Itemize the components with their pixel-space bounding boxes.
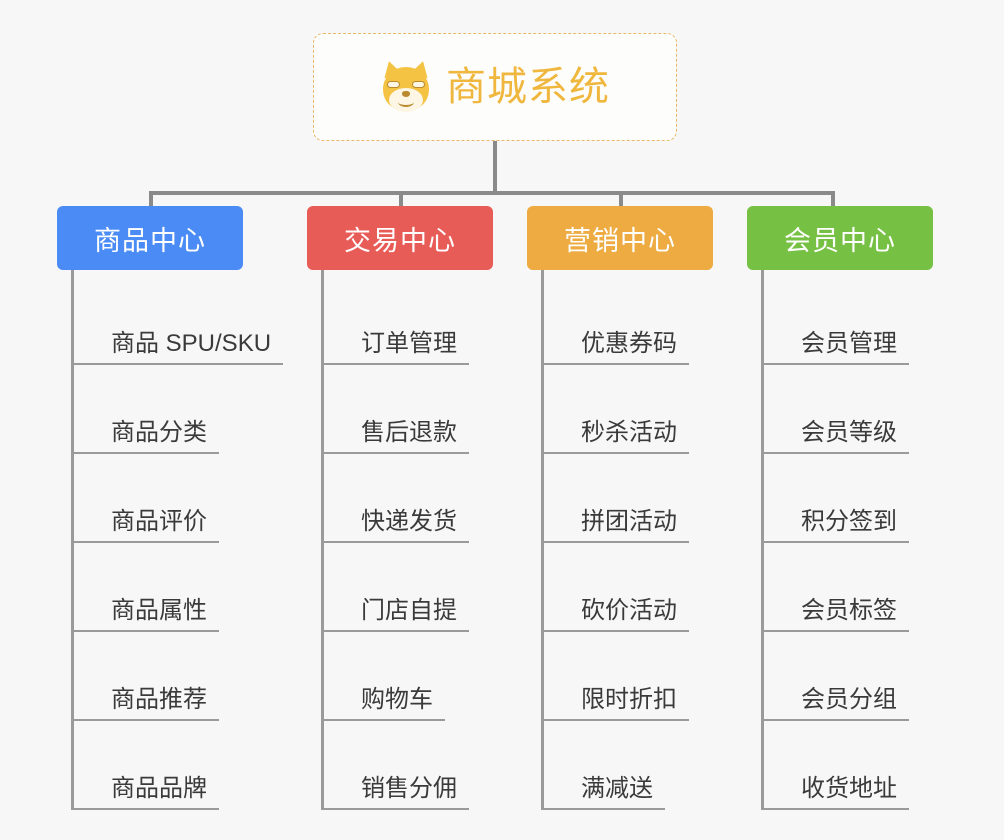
list-item[interactable]: 会员标签 (764, 543, 933, 632)
branch-column-2: 交易中心 订单管理 售后退款 快递发货 门店自提 购物车 销售分佣 (307, 206, 493, 810)
child-label: 收货地址 (801, 774, 897, 802)
list-item[interactable]: 购物车 (324, 632, 493, 721)
child-label: 限时折扣 (581, 685, 677, 713)
child-label: 商品分类 (111, 418, 207, 446)
child-label: 拼团活动 (581, 507, 677, 535)
branch-header-1[interactable]: 商品中心 (57, 206, 243, 270)
list-item[interactable]: 满减送 (544, 721, 713, 810)
child-label: 会员等级 (801, 418, 897, 446)
child-label: 商品推荐 (111, 685, 207, 713)
child-label: 商品属性 (111, 596, 207, 624)
branch-header-4[interactable]: 会员中心 (747, 206, 933, 270)
connector-drop-3 (619, 191, 623, 207)
child-label: 商品 SPU/SKU (111, 329, 272, 357)
list-item[interactable]: 砍价活动 (544, 543, 713, 632)
child-label: 会员分组 (801, 685, 897, 713)
branch-header-label-3: 营销中心 (564, 225, 676, 256)
list-item[interactable]: 商品 SPU/SKU (74, 276, 284, 365)
list-item[interactable]: 销售分佣 (324, 721, 493, 810)
connector-drop-1 (149, 191, 153, 207)
list-item[interactable]: 商品分类 (74, 365, 283, 454)
branch-header-label-2: 交易中心 (344, 225, 456, 256)
branch-header-2[interactable]: 交易中心 (307, 206, 493, 270)
list-item[interactable]: 会员等级 (764, 365, 933, 454)
list-item[interactable]: 商品评价 (74, 454, 283, 543)
connector-root-stem (493, 141, 497, 193)
branch-children-3: 优惠券码 秒杀活动 拼团活动 砍价活动 限时折扣 满减送 (541, 270, 713, 810)
connector-drop-4 (831, 191, 835, 207)
branch-column-1: 商品中心 商品 SPU/SKU 商品分类 商品评价 商品属性 商品推荐 商品品牌 (57, 206, 284, 810)
list-item[interactable]: 拼团活动 (544, 454, 713, 543)
list-item[interactable]: 商品属性 (74, 543, 283, 632)
child-label: 订单管理 (361, 329, 457, 357)
shiba-dog-icon (380, 58, 432, 113)
list-item[interactable]: 门店自提 (324, 543, 493, 632)
branch-children-4: 会员管理 会员等级 积分签到 会员标签 会员分组 收货地址 (761, 270, 933, 810)
branch-header-label-1: 商品中心 (94, 225, 206, 256)
branch-header-label-4: 会员中心 (784, 225, 896, 256)
list-item[interactable]: 售后退款 (324, 365, 493, 454)
branch-children-1: 商品 SPU/SKU 商品分类 商品评价 商品属性 商品推荐 商品品牌 (71, 270, 284, 810)
list-item[interactable]: 会员分组 (764, 632, 933, 721)
child-label: 购物车 (361, 685, 433, 713)
list-item[interactable]: 秒杀活动 (544, 365, 713, 454)
list-item[interactable]: 订单管理 (324, 276, 493, 365)
child-label: 砍价活动 (581, 596, 677, 624)
list-item[interactable]: 会员管理 (764, 276, 933, 365)
list-item[interactable]: 限时折扣 (544, 632, 713, 721)
list-item[interactable]: 优惠券码 (544, 276, 713, 365)
list-item[interactable]: 商品品牌 (74, 721, 283, 810)
list-item[interactable]: 商品推荐 (74, 632, 283, 721)
child-label: 商品评价 (111, 507, 207, 535)
child-label: 秒杀活动 (581, 418, 677, 446)
branch-column-3: 营销中心 优惠券码 秒杀活动 拼团活动 砍价活动 限时折扣 满减送 (527, 206, 713, 810)
child-label: 积分签到 (801, 507, 897, 535)
list-item[interactable]: 收货地址 (764, 721, 933, 810)
child-label: 售后退款 (361, 418, 457, 446)
child-label: 快递发货 (361, 507, 457, 535)
child-label: 优惠券码 (581, 329, 677, 357)
child-label: 销售分佣 (361, 774, 457, 802)
branch-header-3[interactable]: 营销中心 (527, 206, 713, 270)
child-label: 会员管理 (801, 329, 897, 357)
root-title: 商城系统 (446, 65, 610, 109)
connector-horizontal-bus (149, 191, 835, 195)
branch-column-4: 会员中心 会员管理 会员等级 积分签到 会员标签 会员分组 收货地址 (747, 206, 933, 810)
root-node[interactable]: 商城系统 (313, 33, 677, 141)
list-item[interactable]: 积分签到 (764, 454, 933, 543)
child-label: 会员标签 (801, 596, 897, 624)
child-label: 门店自提 (361, 596, 457, 624)
child-label: 商品品牌 (111, 774, 207, 802)
child-label: 满减送 (581, 774, 653, 802)
connector-drop-2 (399, 191, 403, 207)
list-item[interactable]: 快递发货 (324, 454, 493, 543)
branch-children-2: 订单管理 售后退款 快递发货 门店自提 购物车 销售分佣 (321, 270, 493, 810)
